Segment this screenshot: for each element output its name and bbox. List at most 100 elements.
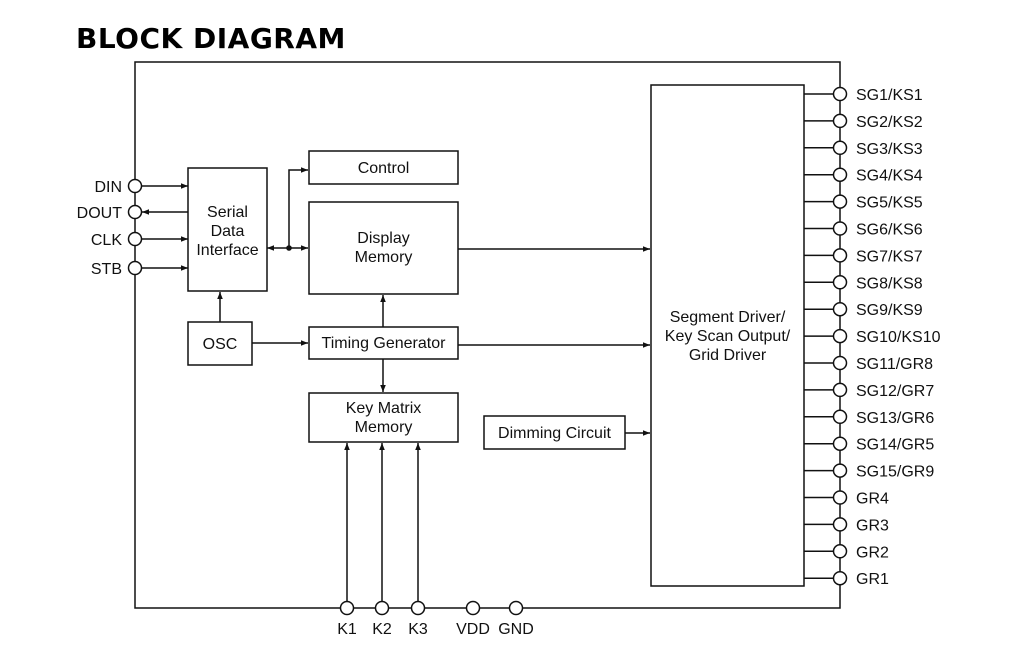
pin-label: SG12/GR7 [856,383,934,400]
osc-block: OSC [187,321,253,366]
pin-circle [832,355,848,371]
pin-circle [339,600,355,616]
pin-label: SG9/KS9 [856,302,923,319]
pin-gnd: GND [498,600,534,638]
pin-circle [832,463,848,478]
pin-label: DIN [94,179,122,196]
pin-label: SG6/KS6 [856,222,923,239]
pin-label: SG2/KS2 [856,114,923,131]
pin-circle [465,600,481,616]
segment-driver-block: Segment Driver/ Key Scan Output/ Grid Dr… [650,84,805,587]
pin-circle [832,113,848,129]
pin-circle [374,600,390,616]
diagram-title: BLOCK DIAGRAM [76,22,346,55]
timing-generator-block: Timing Generator [308,326,459,360]
segment-label-line3: Grid Driver [689,347,767,364]
pin-circle [832,570,848,586]
pin-label: K2 [372,621,392,638]
osc-label: OSC [203,336,238,353]
pin-circle [832,194,848,209]
segment-label-line1: Segment Driver/ [670,309,786,326]
dimming-label: Dimming Circuit [498,425,611,442]
pin-vdd: VDD [456,600,490,638]
bus-to-control [288,167,308,248]
pin-circle [832,544,848,559]
pin-din: DIN [94,178,188,196]
bottom-pins: K1 K2 K3 VDD GND [337,443,534,638]
pin-label: K3 [408,621,428,638]
pin-label: SG1/KS1 [856,87,923,104]
pin-sg2-ks2: SG2/KS2 [804,113,923,131]
timing-label: Timing Generator [322,335,447,352]
pin-circle [832,301,848,317]
control-block: Control [308,150,459,185]
pin-circle [832,86,848,102]
pin-circle [127,260,143,276]
pin-label: K1 [337,621,357,638]
pin-circle [127,231,143,247]
pin-circle [832,436,848,451]
pin-sg6-ks6: SG6/KS6 [804,221,923,239]
pin-stb: STB [91,260,188,278]
pin-k3: K3 [408,443,428,638]
pin-circle [832,167,848,182]
pin-circle [832,275,848,290]
pin-circle [832,248,848,263]
pin-sg5-ks5: SG5/KS5 [804,194,923,212]
serial-label-line3: Interface [196,242,258,259]
pin-sg14-gr5: SG14/GR5 [804,436,934,454]
display-label-line1: Display [357,230,409,247]
pin-circle [832,140,848,156]
pin-circle [832,221,848,236]
pin-label: SG5/KS5 [856,195,923,212]
pin-label: SG8/KS8 [856,275,923,292]
pin-label: STB [91,261,122,278]
pin-sg12-gr7: SG12/GR7 [804,382,934,400]
pin-circle [127,178,143,194]
pin-sg13-gr6: SG13/GR6 [804,409,934,427]
pin-circle [832,328,848,344]
pin-label: SG3/KS3 [856,141,923,158]
keymatrix-label-line2: Memory [355,419,413,436]
pin-sg4-ks4: SG4/KS4 [804,167,923,185]
pin-label: CLK [91,232,122,249]
pin-circle [832,382,848,398]
pin-circle [410,600,426,616]
pin-gr1: GR1 [804,570,889,588]
pin-sg10-ks10: SG10/KS10 [804,328,941,346]
pin-gr2: GR2 [804,544,889,561]
junction-dot [286,245,292,251]
pin-k2: K2 [372,443,392,638]
pin-sg9-ks9: SG9/KS9 [804,301,923,319]
pin-k1: K1 [337,443,357,638]
pin-circle [508,600,524,616]
pin-label: SG14/GR5 [856,437,934,454]
pin-sg8-ks8: SG8/KS8 [804,275,923,292]
pin-sg7-ks7: SG7/KS7 [804,248,923,265]
pin-circle [127,204,143,220]
pin-label: GR2 [856,544,889,561]
pin-sg15-gr9: SG15/GR9 [804,463,934,481]
pin-sg11-gr8: SG11/GR8 [804,355,933,373]
serial-label-line2: Data [211,223,245,240]
control-label: Control [358,160,410,177]
segment-label-line2: Key Scan Output/ [665,328,791,345]
pin-sg1-ks1: SG1/KS1 [804,86,923,104]
connections [217,167,650,436]
right-pins: SG1/KS1SG2/KS2SG3/KS3SG4/KS4SG5/KS5SG6/K… [804,86,941,588]
pin-label: GR4 [856,491,889,508]
pin-label: SG13/GR6 [856,410,934,427]
pin-label: VDD [456,621,490,638]
keymatrix-label-line1: Key Matrix [346,400,422,417]
key-matrix-memory-block: Key Matrix Memory [308,392,459,443]
pin-label: GND [498,621,534,638]
pin-label: GR1 [856,571,889,588]
pin-circle [832,409,848,425]
display-memory-block: Display Memory [308,201,459,295]
pin-circle [832,517,848,532]
pin-label: SG10/KS10 [856,329,941,346]
serial-data-interface-block: Serial Data Interface [187,167,268,292]
pin-gr3: GR3 [804,517,889,534]
